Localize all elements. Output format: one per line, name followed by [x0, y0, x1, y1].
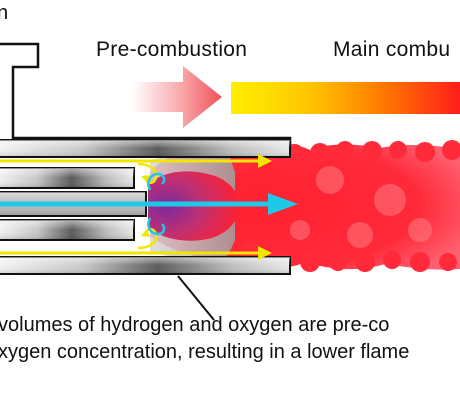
- pre-combustion-arrow-icon: [132, 66, 222, 128]
- burner-assembly: [0, 139, 291, 275]
- oxygen-flow-arrows: [0, 154, 272, 260]
- pre-combustion-label: Pre-combustion: [96, 38, 247, 61]
- hydrogen-curl-top-icon: [147, 172, 166, 191]
- top-left-label-fragment: n: [0, 2, 9, 24]
- hydrogen-flow-arrows: [0, 172, 298, 236]
- caption-line-2: xygen concentration, resulting in a lowe…: [0, 341, 410, 363]
- caption-leader-line: [177, 275, 215, 321]
- main-combustion-bar-icon: [231, 82, 460, 114]
- burner-body-outline: [0, 42, 292, 155]
- caption-line-1: volumes of hydrogen and oxygen are pre-c…: [0, 314, 390, 336]
- main-combustion-label: Main combu: [333, 38, 450, 61]
- hydrogen-curl-bottom-icon: [147, 217, 166, 236]
